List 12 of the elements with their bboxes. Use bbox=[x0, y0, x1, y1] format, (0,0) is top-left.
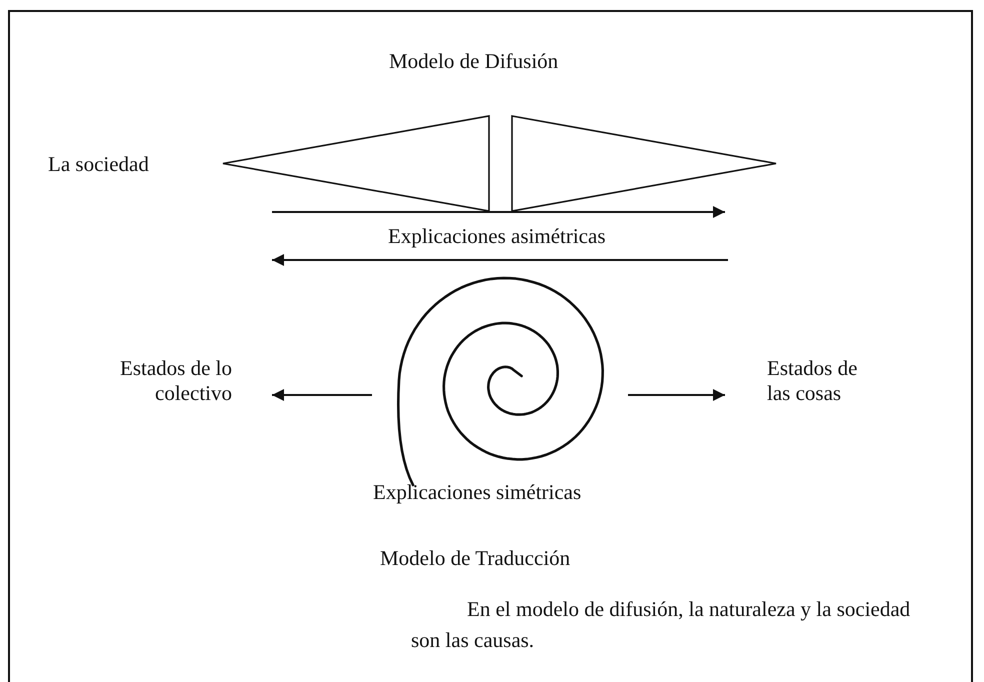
text-label: Modelo de Traducción bbox=[380, 545, 570, 572]
text-label: La sociedad bbox=[48, 151, 149, 178]
triangle-shape bbox=[222, 115, 490, 212]
note-text: En el modelo de difusión, la naturaleza y la sociedad son las causas. bbox=[411, 596, 911, 654]
triangle-shape bbox=[511, 115, 777, 212]
arrow bbox=[628, 389, 725, 401]
state-label: Estados de las cosas bbox=[725, 356, 875, 406]
text-label: Explicaciones simétricas bbox=[373, 479, 582, 506]
state-label: Estados de lo colectivo bbox=[110, 356, 272, 406]
arrow bbox=[272, 389, 372, 401]
text-label: Modelo de Difusión bbox=[389, 48, 558, 75]
text-label: Explicaciones asimétricas bbox=[388, 223, 606, 250]
